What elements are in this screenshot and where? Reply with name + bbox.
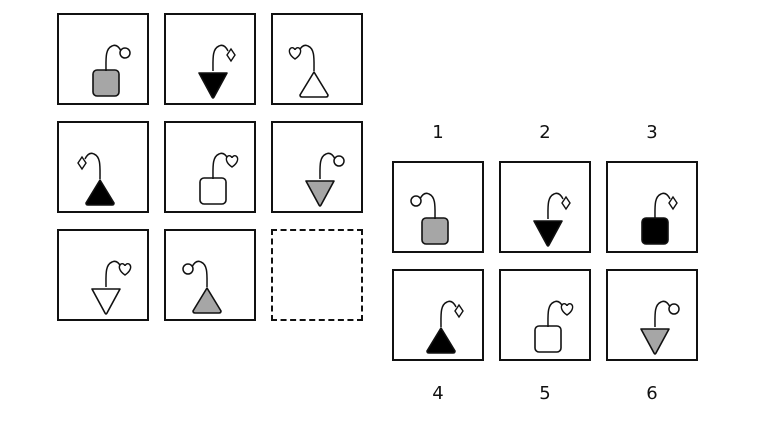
matrix-cell-missing[interactable] [271, 229, 363, 321]
matrix-cell-6-figure [305, 152, 345, 207]
figure-group [288, 44, 329, 98]
option-4-figure [426, 300, 464, 354]
matrix-cell-8-figure [182, 260, 222, 314]
matrix-cell-2 [164, 13, 256, 105]
figure-group [77, 152, 115, 206]
matrix-cell-7-figure [91, 260, 132, 315]
option-label-1: 1 [432, 122, 444, 143]
triangle-body [299, 71, 329, 98]
string-line [212, 44, 229, 72]
option-label-5: 5 [539, 383, 551, 404]
square-body [92, 69, 120, 97]
option-label-2: 2 [539, 122, 551, 143]
option-1[interactable] [392, 161, 484, 253]
triangle-body [192, 287, 222, 314]
diamond-pendant [454, 303, 464, 319]
matrix-cell-1-figure [92, 44, 131, 97]
figure-group [92, 44, 131, 97]
figure-group [410, 192, 449, 245]
circle-pendant [182, 263, 194, 275]
square-body [641, 217, 669, 245]
figure-group [533, 192, 571, 247]
figure-group [534, 300, 574, 353]
heart-pendant [560, 303, 574, 316]
option-5[interactable] [499, 269, 591, 361]
string-line [105, 44, 122, 72]
figure-group [426, 300, 464, 354]
string-line [319, 152, 336, 180]
string-line [212, 152, 229, 180]
string-line [105, 260, 122, 288]
square-body [534, 325, 562, 353]
option-label-6: 6 [646, 383, 658, 404]
string-line [298, 44, 315, 72]
square-body [199, 177, 227, 205]
string-line [440, 300, 457, 328]
string-line [191, 260, 208, 288]
option-2-figure [533, 192, 571, 247]
figure-group [640, 300, 680, 355]
diamond-pendant [668, 195, 678, 211]
string-line [547, 192, 564, 220]
inverted-triangle-body [640, 328, 670, 355]
option-6[interactable] [606, 269, 698, 361]
matrix-cell-6 [271, 121, 363, 213]
figure-group [182, 260, 222, 314]
string-line [654, 192, 671, 220]
inverted-triangle-body [198, 72, 228, 99]
matrix-cell-5 [164, 121, 256, 213]
matrix-cell-1 [57, 13, 149, 105]
diamond-pendant [226, 47, 236, 63]
matrix-cell-3 [271, 13, 363, 105]
option-3[interactable] [606, 161, 698, 253]
figure-group [91, 260, 132, 315]
figure-group [641, 192, 678, 245]
inverted-triangle-body [305, 180, 335, 207]
figure-group [199, 152, 239, 205]
option-label-4: 4 [432, 383, 444, 404]
heart-pendant [288, 47, 302, 60]
triangle-body [85, 179, 115, 206]
option-4[interactable] [392, 269, 484, 361]
diamond-pendant [77, 155, 87, 171]
string-line [84, 152, 101, 180]
string-line [654, 300, 671, 328]
heart-pendant [225, 155, 239, 168]
circle-pendant [333, 155, 345, 167]
figure-group [198, 44, 236, 99]
matrix-cell-2-figure [198, 44, 236, 99]
option-label-3: 3 [646, 122, 658, 143]
heart-pendant [118, 263, 132, 276]
inverted-triangle-body [91, 288, 121, 315]
string-line [419, 192, 436, 220]
circle-pendant [119, 47, 131, 59]
matrix-cell-5-figure [199, 152, 239, 205]
inverted-triangle-body [533, 220, 563, 247]
option-2[interactable] [499, 161, 591, 253]
circle-pendant [410, 195, 422, 207]
matrix-cell-7 [57, 229, 149, 321]
circle-pendant [668, 303, 680, 315]
matrix-cell-3-figure [288, 44, 329, 98]
option-5-figure [534, 300, 574, 353]
string-line [547, 300, 564, 328]
option-3-figure [641, 192, 678, 245]
matrix-cell-4 [57, 121, 149, 213]
option-6-figure [640, 300, 680, 355]
matrix-cell-8 [164, 229, 256, 321]
diamond-pendant [561, 195, 571, 211]
option-1-figure [410, 192, 449, 245]
square-body [421, 217, 449, 245]
triangle-body [426, 327, 456, 354]
figure-group [305, 152, 345, 207]
matrix-cell-4-figure [77, 152, 115, 206]
